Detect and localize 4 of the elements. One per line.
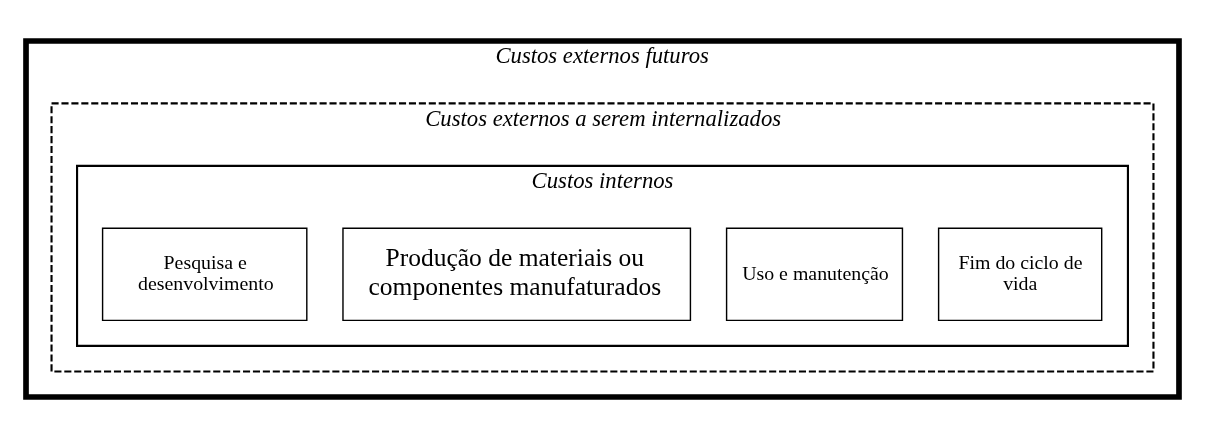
node-box: Pesquisa e desenvolvimento: [101, 227, 308, 321]
node-box: Produção de materiais ou componentes manufaturados: [342, 227, 692, 321]
node-box: Uso e manutenção: [725, 227, 904, 321]
node-box: Fim do ciclo de vida: [937, 227, 1103, 321]
